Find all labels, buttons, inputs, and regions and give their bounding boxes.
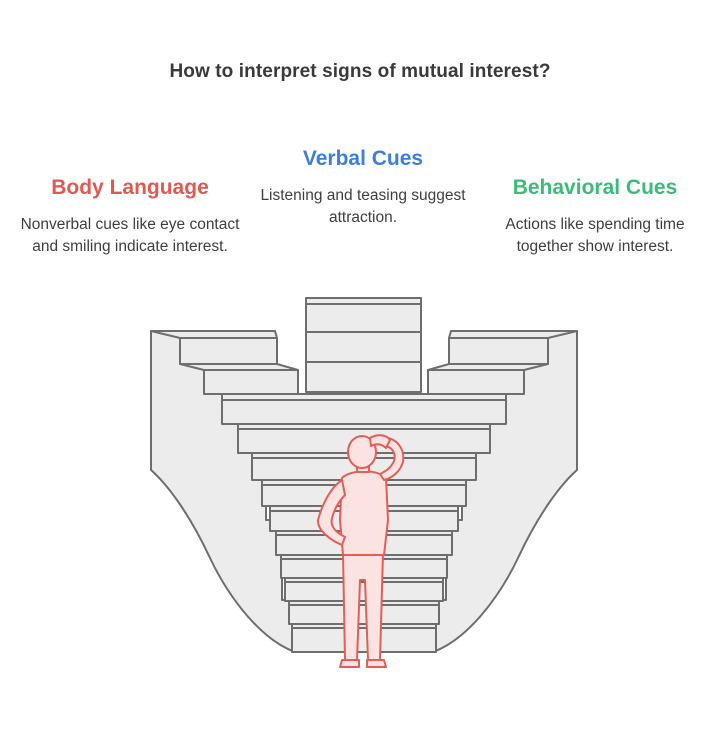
figure-left-arm	[316, 479, 346, 546]
body-language-section: Body Language Nonverbal cues like eye co…	[20, 176, 240, 258]
right-step-1	[448, 337, 549, 365]
behavioral-cues-section: Behavioral Cues Actions like spending ti…	[486, 176, 704, 258]
left-step-1	[179, 337, 278, 365]
main-step-10-face	[291, 627, 437, 653]
center-block-2	[305, 331, 422, 363]
main-step-1-face	[221, 399, 507, 425]
body-language-description: Nonverbal cues like eye contact and smil…	[20, 216, 240, 255]
center-block-1	[305, 303, 422, 333]
figure-head	[347, 435, 377, 469]
page-title: How to interpret signs of mutual interes…	[169, 61, 551, 82]
verbal-cues-section: Verbal Cues Listening and teasing sugges…	[258, 147, 468, 229]
behavioral-cues-heading: Behavioral Cues	[512, 176, 678, 199]
center-block-3	[305, 361, 422, 393]
verbal-cues-description: Listening and teasing suggest attraction…	[260, 187, 466, 226]
body-language-heading: Body Language	[51, 176, 209, 199]
figure-left-foot	[339, 659, 360, 668]
behavioral-cues-description: Actions like spending time together show…	[505, 216, 685, 255]
figure-right-foot	[366, 659, 387, 668]
main-step-8-face	[284, 581, 444, 602]
figure-hand	[369, 434, 391, 449]
right-step-2	[427, 369, 525, 395]
verbal-cues-heading: Verbal Cues	[302, 147, 424, 170]
person-scratching-head-icon	[316, 434, 405, 668]
main-step-9-face	[288, 604, 440, 625]
figure-torso	[339, 470, 389, 556]
left-step-2	[203, 369, 299, 395]
